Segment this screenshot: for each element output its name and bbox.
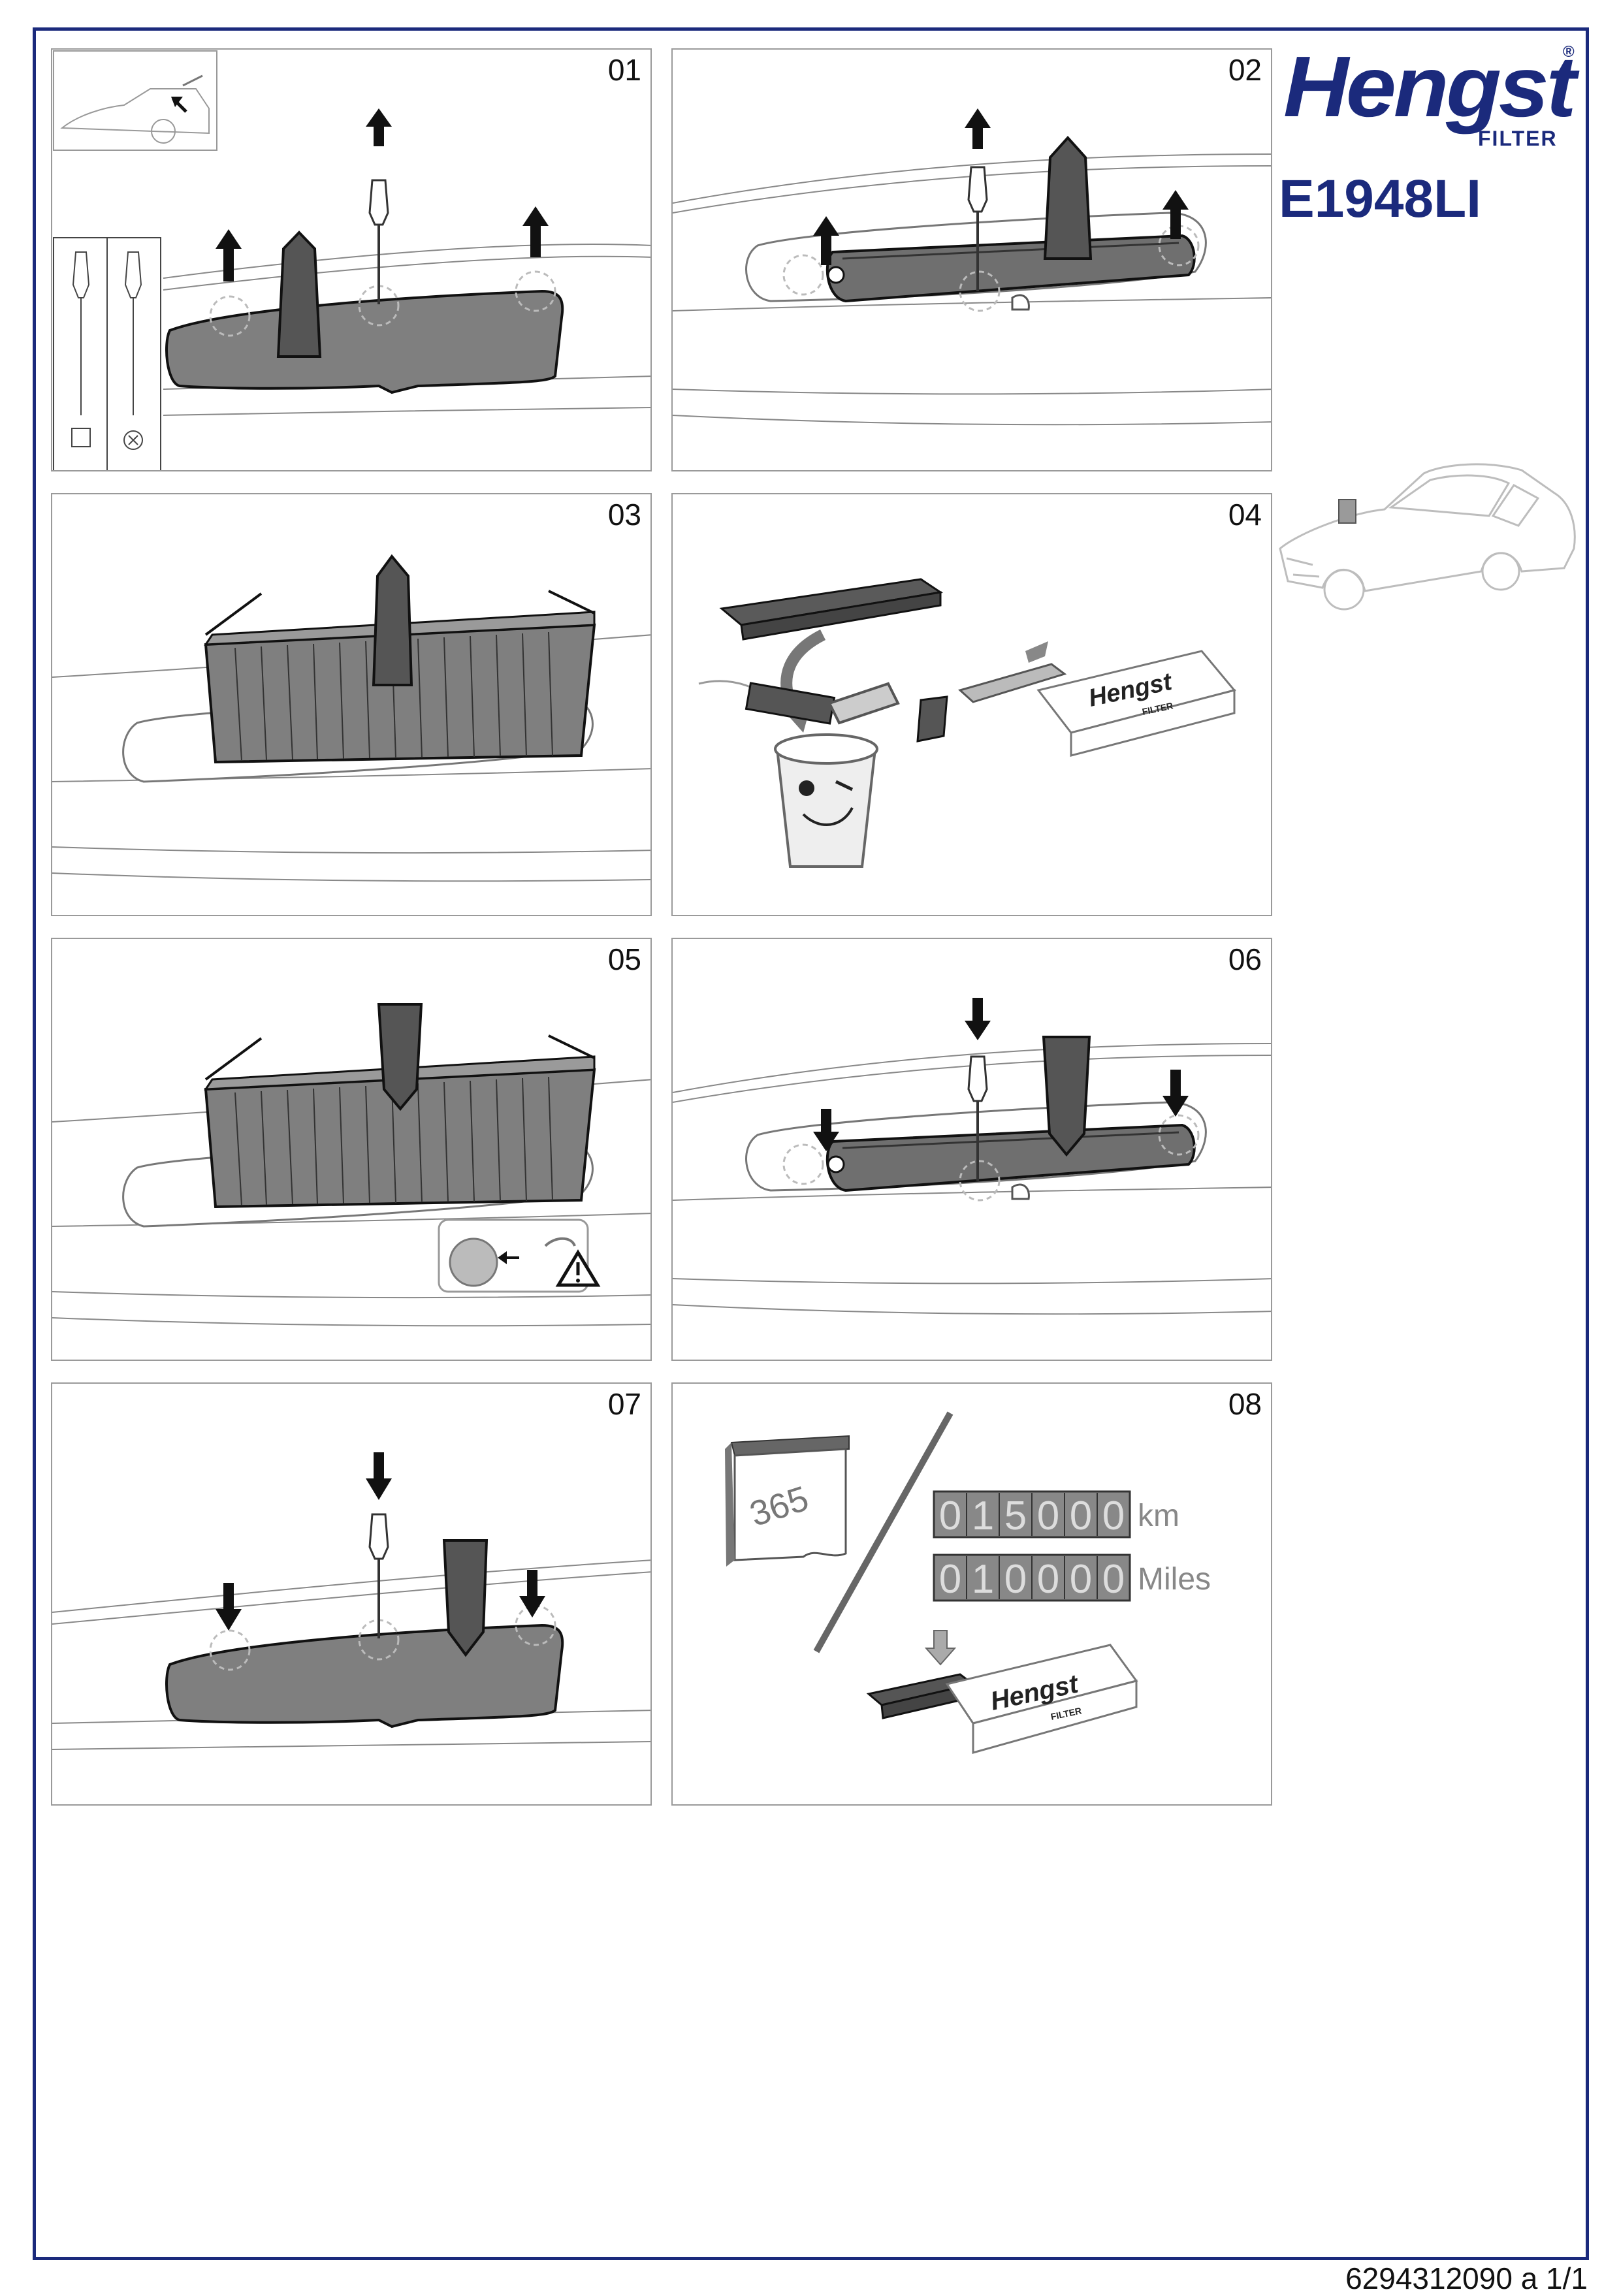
odo-km-digit: 0 — [1037, 1493, 1059, 1539]
step-number: 08 — [1228, 1387, 1262, 1421]
odo-miles-digit: 0 — [1004, 1557, 1027, 1602]
odometer-km: 0 1 5 0 0 0 km — [933, 1490, 1179, 1539]
step-number: 05 — [607, 942, 641, 976]
odo-km-digit: 5 — [1004, 1493, 1027, 1539]
step-number: 06 — [1228, 942, 1262, 976]
odo-miles-digit: 1 — [972, 1557, 994, 1602]
logo-filter-label: FILTER — [1478, 127, 1558, 150]
odo-miles-digit: 0 — [1070, 1557, 1092, 1602]
step-05-panel: 05 — [51, 938, 652, 1361]
hengst-logo: Hengst ® FILTER — [1283, 38, 1580, 155]
document-footer: 6294312090 a 1/1 — [1345, 2261, 1588, 2295]
step-number: 07 — [607, 1387, 641, 1421]
odo-km-unit: km — [1138, 1499, 1179, 1533]
odo-km-digit: 1 — [972, 1493, 994, 1539]
odo-miles-digit: 0 — [1037, 1557, 1059, 1602]
step-number: 03 — [607, 498, 641, 532]
odo-miles-unit: Miles — [1138, 1562, 1211, 1597]
step-06-panel: 06 — [671, 938, 1272, 1361]
step-number: 02 — [1228, 53, 1262, 87]
step-01-panel: 01 — [51, 48, 652, 471]
odo-miles-digit: 0 — [939, 1557, 961, 1602]
page-border — [33, 27, 1589, 2260]
odo-km-digit: 0 — [1070, 1493, 1092, 1539]
step-02-panel: 02 — [671, 48, 1272, 471]
step-07-panel: 07 — [51, 1382, 652, 1806]
step-number: 01 — [607, 53, 641, 87]
odo-miles-digit: 0 — [1102, 1557, 1125, 1602]
car-location-illustration — [1279, 463, 1576, 611]
step-number: 04 — [1228, 498, 1262, 532]
logo-registered-mark: ® — [1563, 43, 1575, 61]
odo-km-digit: 0 — [1102, 1493, 1125, 1539]
step-08-panel: 08 365 0 1 5 0 0 0 km — [671, 1382, 1272, 1806]
step-04-panel: 04 Hengst FILTER — [671, 493, 1272, 916]
part-number: E1948LI — [1279, 169, 1481, 229]
odometer-miles: 0 1 0 0 0 0 Miles — [933, 1554, 1211, 1602]
step-03-panel: 03 — [51, 493, 652, 916]
odo-km-digit: 0 — [939, 1493, 961, 1539]
logo-wordmark: Hengst — [1283, 39, 1577, 135]
